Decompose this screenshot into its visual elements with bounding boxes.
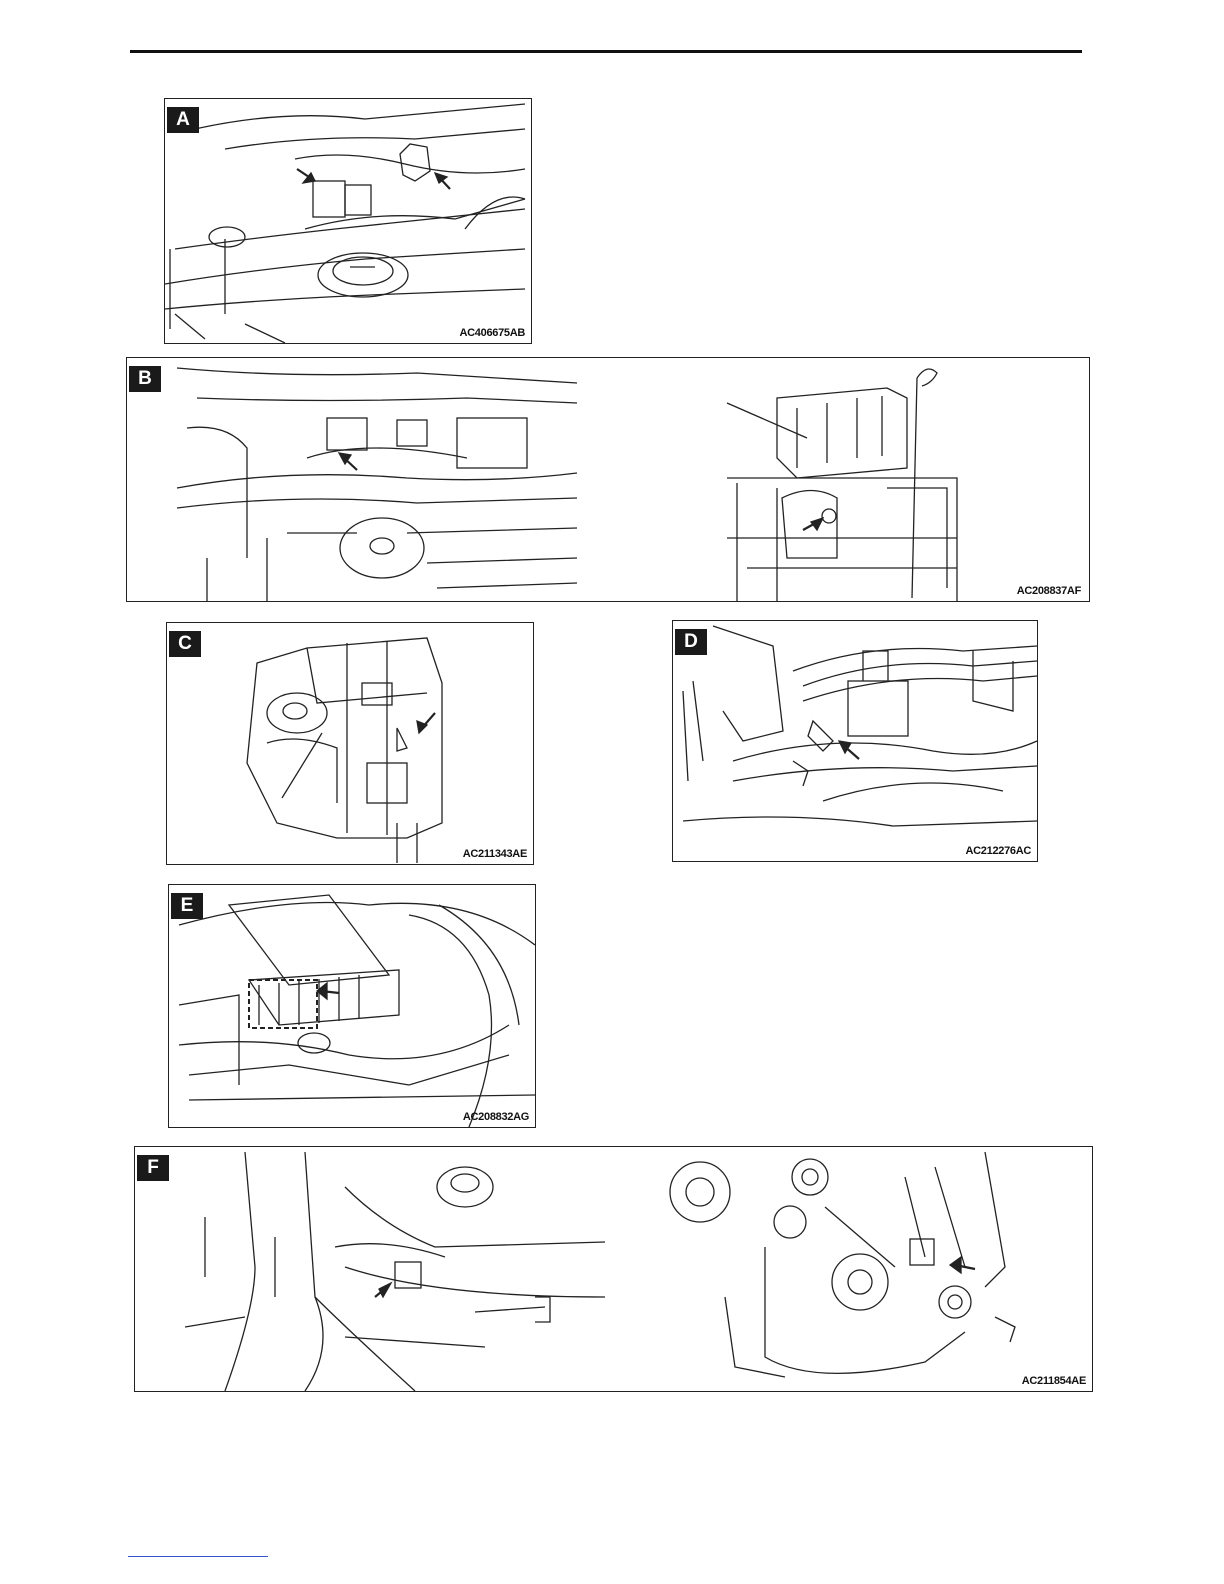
figure-f-illustration-right [665,1147,1065,1391]
figure-b-illustration-left [167,358,577,601]
figure-c-badge: C [169,631,201,657]
figure-a-badge: A [167,107,199,133]
figure-b-badge: B [129,366,161,392]
figure-c: C AC211343AE [166,622,534,865]
figure-c-illustration [167,623,533,864]
figure-d-badge: D [675,629,707,655]
figure-e-badge: E [171,893,203,919]
figure-b: B AC208837AF [126,357,1090,602]
figure-f: F AC211854AE [134,1146,1093,1392]
figure-d-illustration [673,621,1037,861]
figure-c-code: AC211343AE [463,848,527,860]
figure-f-illustration-left [185,1147,605,1391]
figure-d-code: AC212276AC [966,845,1031,857]
figure-e: E AC208832AG [168,884,536,1128]
header-rule [130,50,1082,53]
figure-e-code: AC208832AG [463,1111,529,1123]
figure-a: A AC406675AB [164,98,532,344]
figure-a-code: AC406675AB [460,327,525,339]
figure-b-illustration-right [717,358,1077,601]
figure-d: D AC212276AC [672,620,1038,862]
figure-e-illustration [169,885,535,1127]
figure-f-code: AC211854AE [1022,1375,1086,1387]
figure-b-code: AC208837AF [1017,585,1081,597]
footer-rule [128,1556,268,1557]
figure-a-illustration [165,99,531,343]
figure-f-badge: F [137,1155,169,1181]
